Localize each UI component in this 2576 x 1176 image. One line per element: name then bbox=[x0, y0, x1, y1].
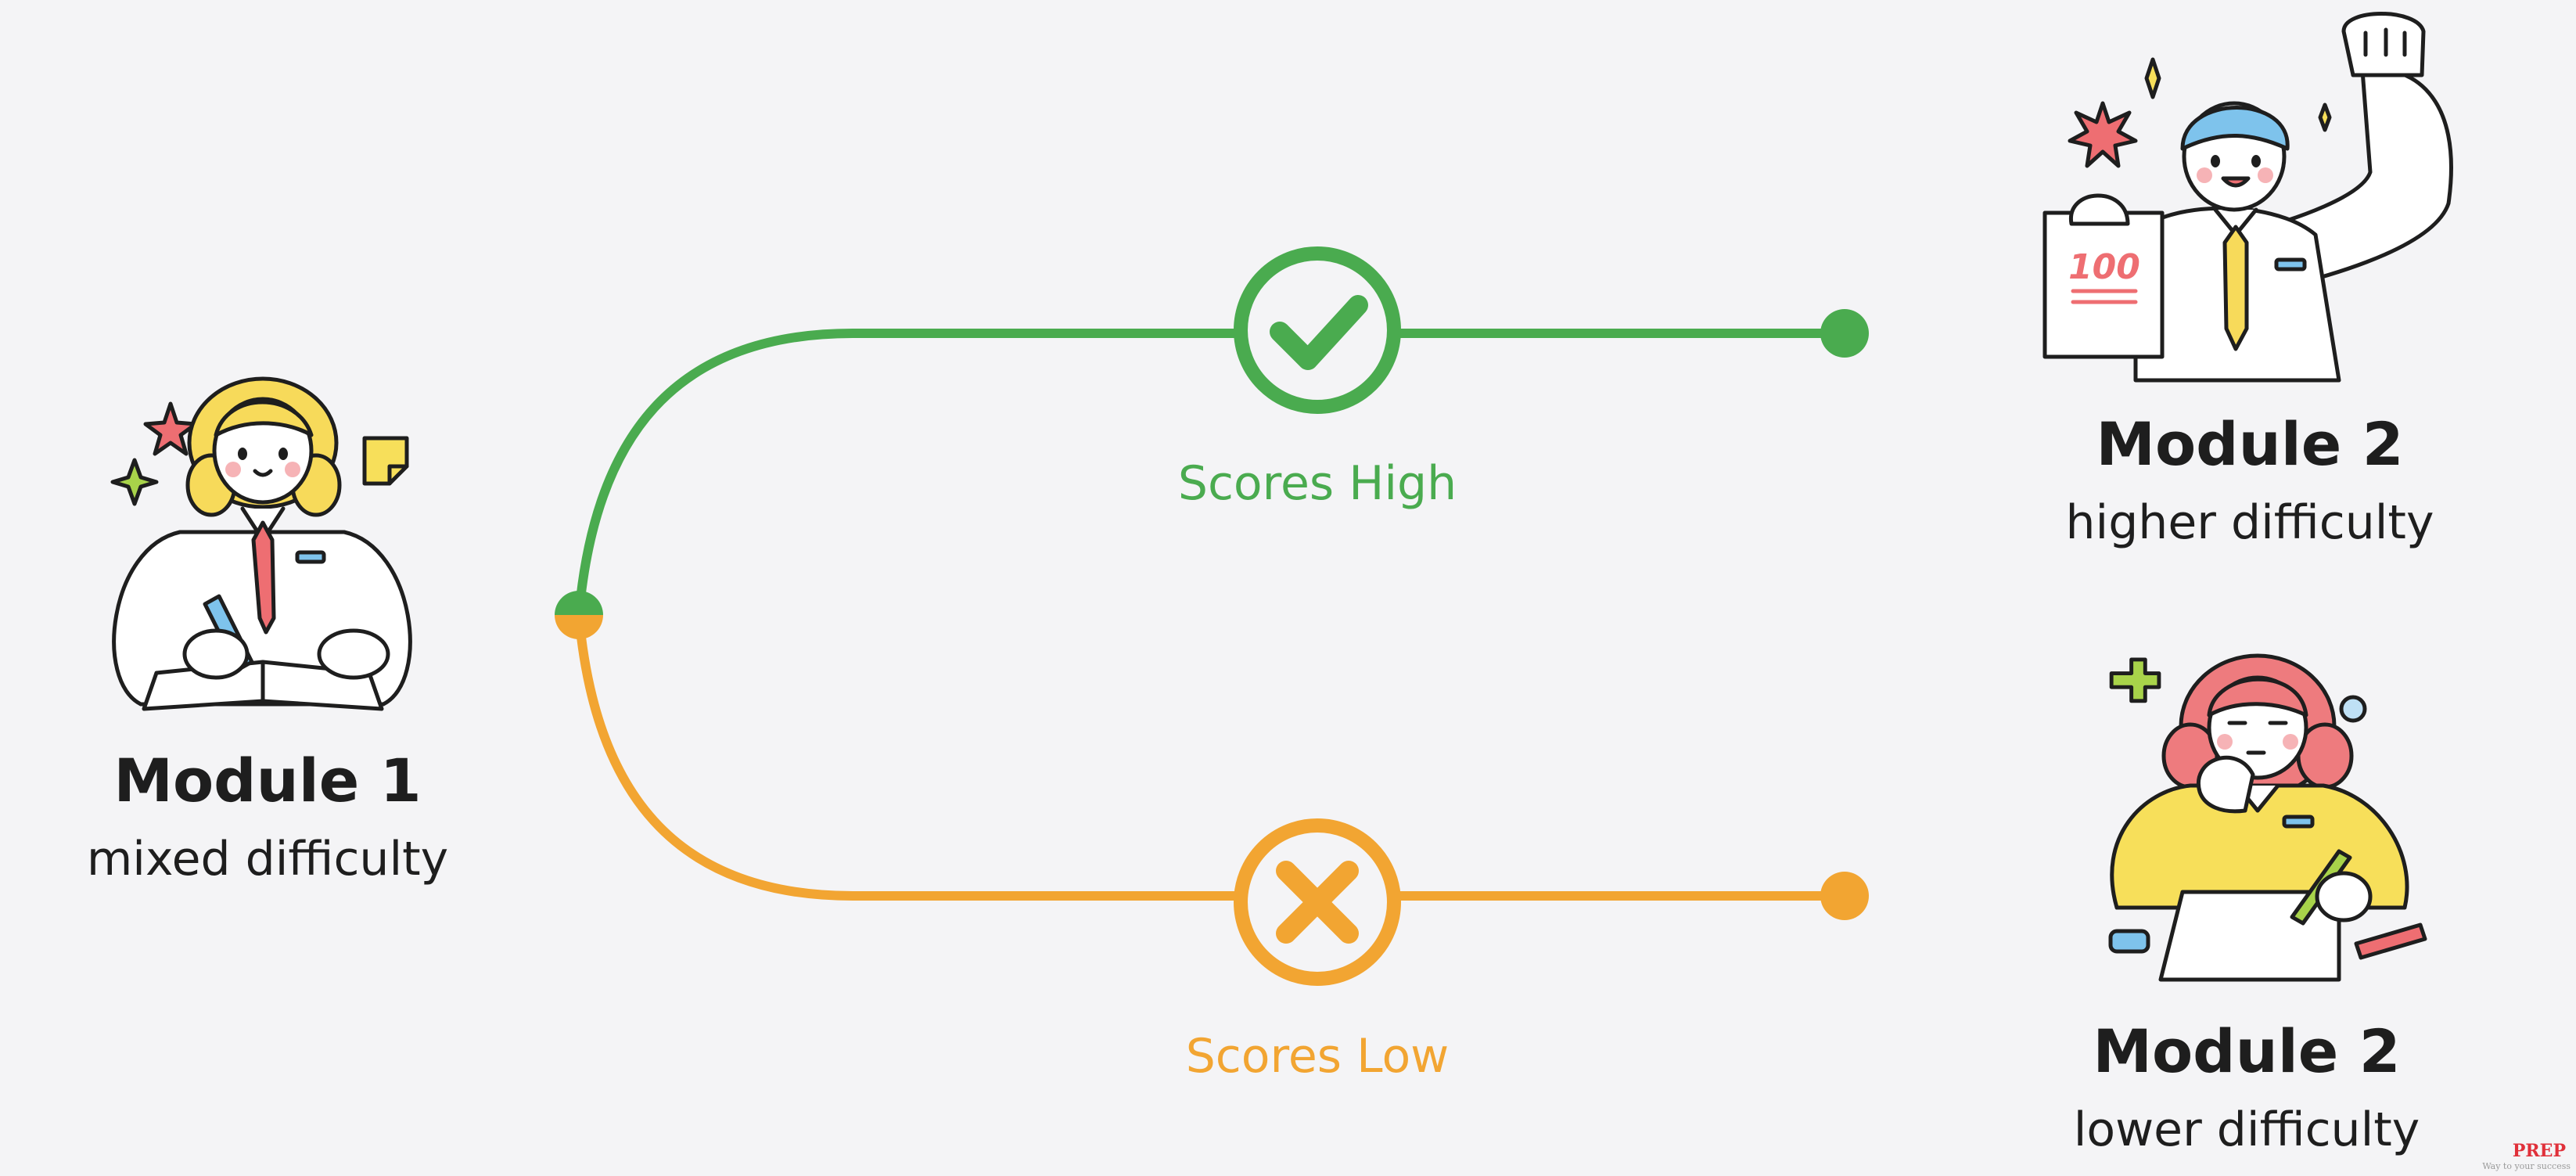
module1-title: Module 1 bbox=[113, 746, 421, 815]
watermark-tagline: Way to your success bbox=[2482, 1161, 2571, 1171]
watermark-logo: PREP bbox=[2513, 1141, 2566, 1161]
module1-subtitle: mixed difficulty bbox=[87, 832, 448, 886]
module2-high-title: Module 2 bbox=[2096, 409, 2403, 479]
check-icon bbox=[1234, 246, 1401, 414]
split-point bbox=[555, 591, 603, 639]
branch-low-label: Scores Low bbox=[1186, 1029, 1450, 1084]
student-reading-icon bbox=[110, 376, 412, 711]
svg-text:100: 100 bbox=[2068, 247, 2140, 287]
student-thinking-icon bbox=[2108, 653, 2427, 982]
student-celebrating-100-icon: 100 bbox=[2042, 12, 2453, 383]
high-end-dot bbox=[1820, 309, 1869, 358]
branch-high-label: Scores High bbox=[1178, 456, 1457, 511]
module2-low-subtitle: lower difficulty bbox=[2074, 1102, 2420, 1157]
module2-high-subtitle: higher difficulty bbox=[2066, 495, 2434, 550]
branch-high-path bbox=[574, 309, 1869, 620]
module2-low-title: Module 2 bbox=[2093, 1016, 2400, 1086]
low-end-dot bbox=[1820, 872, 1869, 920]
x-icon bbox=[1234, 818, 1401, 986]
branch-low-path bbox=[574, 610, 1869, 920]
